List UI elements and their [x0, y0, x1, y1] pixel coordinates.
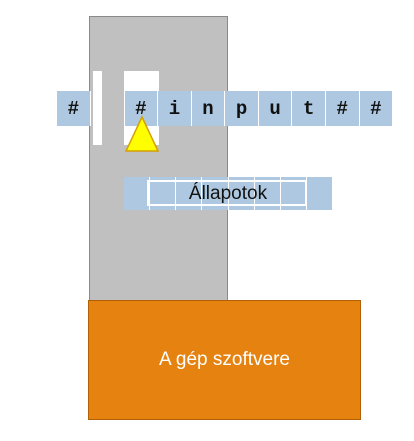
- left-notch: [93, 71, 102, 145]
- tape-gap: [91, 91, 125, 126]
- tape-cell: u: [258, 91, 293, 126]
- tape-cell: i: [158, 91, 192, 126]
- states-label: Állapotok: [188, 182, 268, 204]
- head-pointer-icon: [124, 115, 160, 152]
- tape-cell: p: [225, 91, 259, 126]
- software-block: A gép szoftvere: [88, 300, 361, 420]
- tape-cell: t: [292, 91, 326, 126]
- states-segment: [124, 177, 151, 210]
- states-segment: [150, 177, 177, 210]
- tape-cell: #: [57, 91, 91, 126]
- tape-cell: n: [191, 91, 226, 126]
- tape-cell: #: [325, 91, 360, 126]
- tape-cell: #: [359, 91, 393, 126]
- states-segment: [176, 177, 203, 210]
- tape: # # i n p u t # #: [57, 91, 393, 126]
- states-segment: [229, 177, 255, 210]
- software-label: A gép szoftvere: [159, 349, 290, 370]
- states-segment: [255, 177, 281, 210]
- states-segment: [202, 177, 229, 210]
- states-frame: [147, 180, 307, 206]
- memory-column: [89, 16, 228, 306]
